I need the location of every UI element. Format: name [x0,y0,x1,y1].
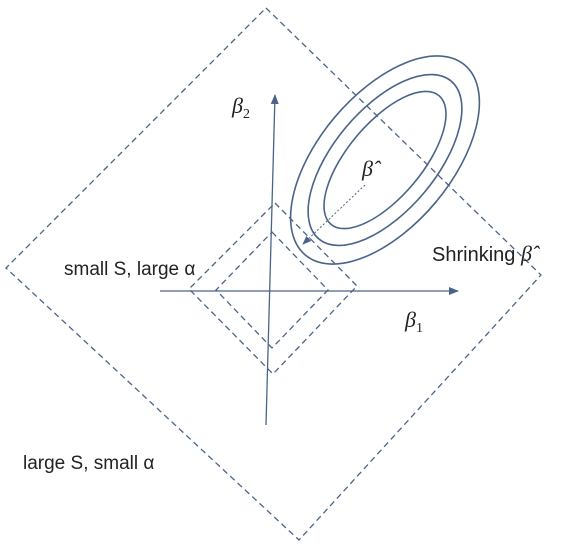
shrinking-label: Shrinking β̂ [432,241,541,266]
beta1-axis-label: β1 [404,307,423,336]
rss-contours [289,55,481,265]
beta-hat-label: β̂ [361,156,382,181]
rss-contour-inner [323,90,447,230]
large-region-label: large S, small α [23,453,154,474]
shrinking-arrow [302,184,366,245]
small-constraint-diamond [215,231,329,349]
large-constraint-diamond [5,7,542,541]
medium-constraint-diamond [188,202,358,375]
beta2-axis-label: β2 [231,93,250,122]
beta2-axis [265,94,279,426]
rss-contour-middle [307,73,463,247]
rss-contour-outer [289,55,481,265]
small-region-label: small S, large α [64,259,195,280]
